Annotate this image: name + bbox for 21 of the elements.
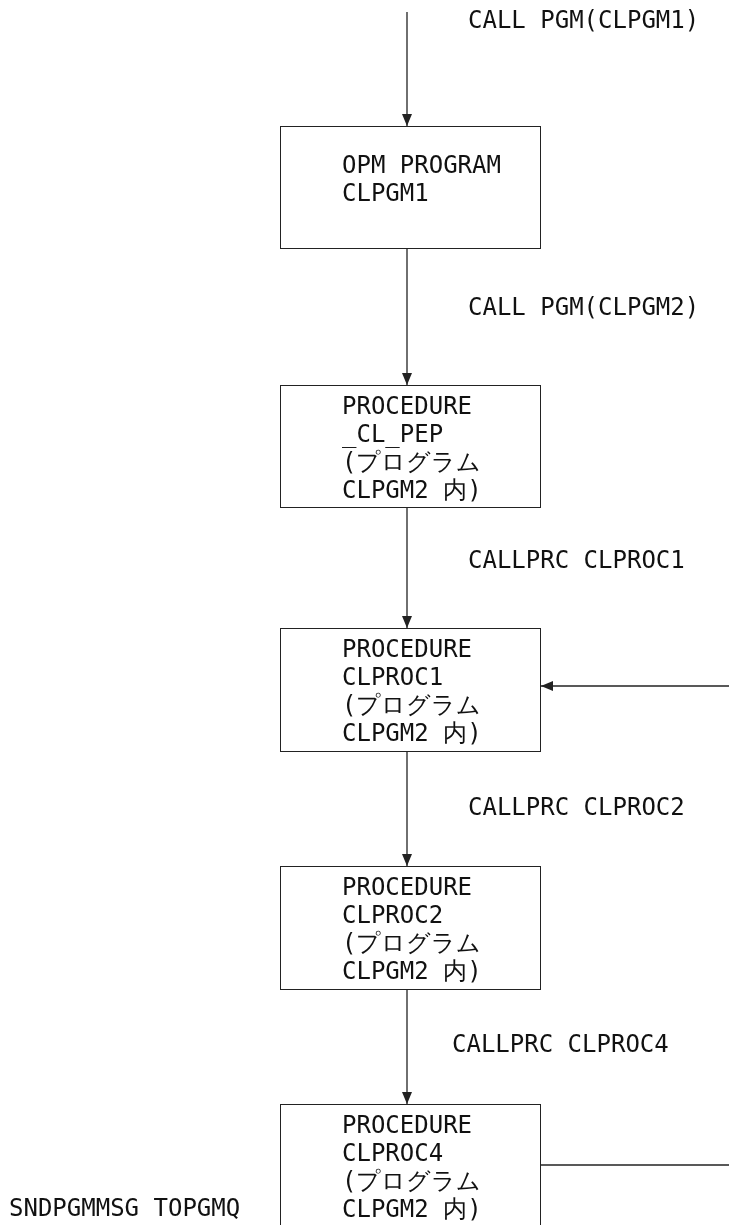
process-box: [280, 385, 541, 508]
box-label: PROCEDURE CLPROC1: [342, 635, 474, 691]
process-box: [280, 1104, 541, 1225]
box-label: PROCEDURE CLPROC2: [342, 873, 474, 929]
box-label: (プログラム CLPGM2 内): [342, 691, 483, 747]
box-label: PROCEDURE CLPROC4: [342, 1111, 474, 1167]
arrow: [540, 681, 729, 691]
connector-line: [540, 1164, 729, 1166]
arrow: [402, 751, 412, 867]
process-box: [280, 628, 541, 752]
box-label: (プログラム CLPGM2 内): [342, 1167, 483, 1223]
box-label: (プログラム CLPGM2 内): [342, 448, 483, 504]
box-label: (プログラム CLPGM2 内): [342, 929, 483, 985]
box-label: PROCEDURE _CL_PEP: [342, 392, 474, 448]
process-box: [280, 866, 541, 990]
arrow: [402, 989, 412, 1105]
arrow: [402, 507, 412, 629]
arrow: [402, 11, 412, 127]
process-box: [280, 126, 541, 249]
box-label: OPM PROGRAM CLPGM1: [342, 151, 502, 207]
arrow: [402, 248, 412, 386]
